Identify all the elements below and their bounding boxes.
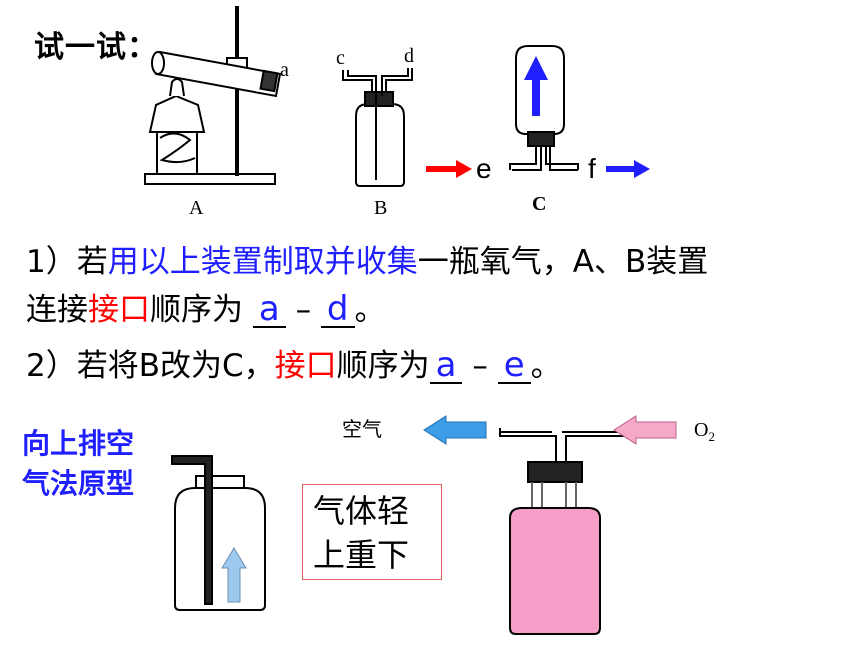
side-label: 向上排空 气法原型 [22, 424, 134, 504]
apparatus-diagram: a A c d B C e f [144, 6, 650, 219]
question-1-answer-1[interactable]: a [252, 292, 286, 328]
air-out-arrow-icon [423, 415, 487, 445]
arrow-out-f-icon [606, 160, 650, 178]
oxygen-label-subscript: 2 [708, 429, 715, 444]
question-2-answer-2[interactable]: e [497, 348, 531, 384]
pink-bottle-drawing [499, 428, 651, 635]
question-1-line-2: 连接接口顺序为 a – d。 [26, 284, 386, 329]
side-label-line-1: 向上排空 [22, 427, 135, 460]
question-1-order-word: 顺序为 [150, 292, 243, 328]
question-1-highlight: 用以上装置制取并收集 [107, 244, 418, 280]
question-2-prefix: 2）若将B改为C， [26, 348, 275, 384]
port-f-label: f [588, 153, 596, 184]
question-2-port-word: 接口 [274, 348, 337, 384]
question-2-end: 。 [530, 348, 562, 384]
apparatus-c-caption: C [532, 193, 546, 215]
question-1-suffix: 一瓶氧气，A、B装置 [417, 244, 709, 280]
left-bottle-drawing [171, 455, 266, 611]
question-2-order-word: 顺序为 [336, 348, 430, 384]
port-c-label: c [336, 47, 345, 69]
question-1-line-1: 1）若用以上装置制取并收集一瓶氧气，A、B装置 [26, 236, 708, 281]
port-d-label: d [404, 45, 414, 67]
oxygen-label: O2 [694, 419, 715, 444]
note-box-line-2: 上重下 [313, 536, 410, 574]
question-2-dash: – [472, 348, 488, 384]
side-label-line-2: 气法原型 [22, 467, 135, 500]
upward-arrow-icon [524, 56, 548, 116]
apparatus-c-drawing [509, 45, 579, 171]
question-1-dash: – [295, 292, 312, 328]
page-title: 试一试： [34, 30, 158, 65]
question-1-answer-2[interactable]: d [320, 292, 355, 328]
apparatus-a-drawing [144, 6, 282, 185]
oxygen-label-main: O [694, 419, 708, 441]
apparatus-b-caption: B [374, 197, 387, 219]
apparatus-b-drawing [342, 68, 413, 187]
port-e-label: e [476, 153, 492, 184]
note-box-line-1: 气体轻 [313, 492, 410, 530]
arrow-in-e-icon [426, 160, 472, 178]
question-1-connect: 连接 [26, 292, 88, 328]
port-a-label: a [280, 59, 289, 81]
left-upward-arrow-icon [221, 547, 247, 603]
oxygen-in-arrow-icon [613, 415, 677, 445]
air-label: 空气 [342, 418, 382, 441]
note-box: 气体轻 上重下 [302, 484, 442, 580]
question-1-end: 。 [354, 292, 386, 328]
question-1-port-word: 接口 [88, 292, 150, 328]
question-2-answer-1[interactable]: a [429, 348, 463, 384]
question-1-prefix: 1）若 [26, 244, 108, 280]
apparatus-a-caption: A [189, 197, 204, 219]
collection-diagram: 空气 O2 [171, 415, 715, 635]
